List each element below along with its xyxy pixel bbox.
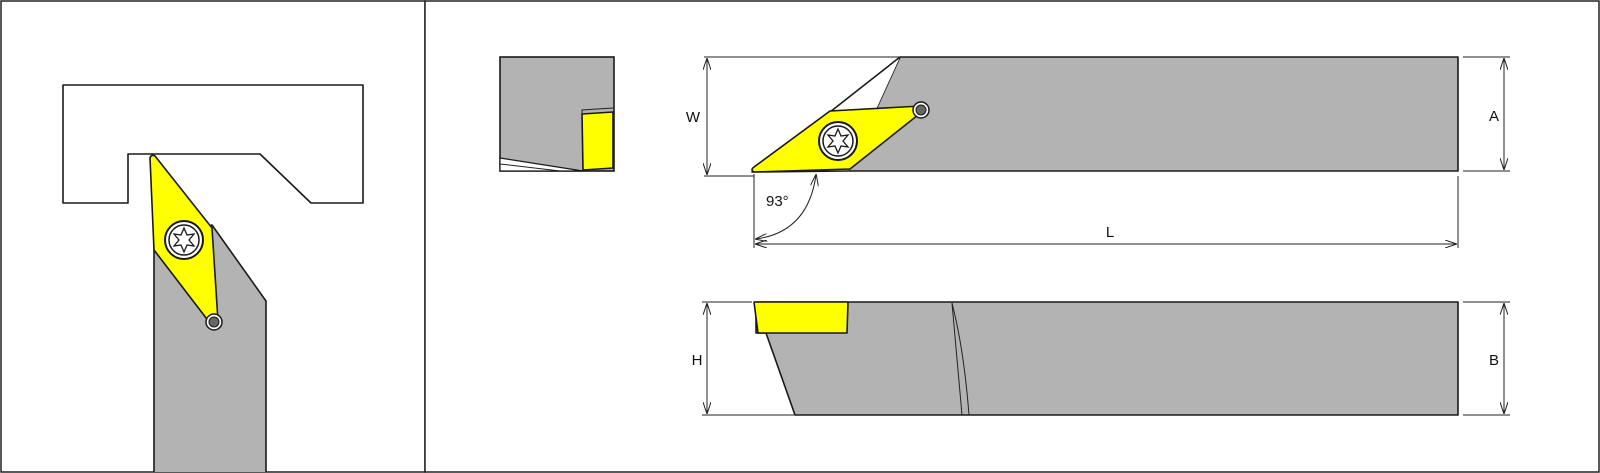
label-a: A bbox=[1489, 108, 1499, 125]
dimension-b: B bbox=[1463, 301, 1510, 416]
dimension-l: L bbox=[756, 176, 1459, 248]
dimension-h: H bbox=[692, 301, 795, 416]
torx-screw-icon bbox=[164, 220, 204, 260]
workpiece-profile bbox=[62, 84, 364, 204]
end-view bbox=[499, 56, 615, 172]
clamp-pin-icon bbox=[205, 313, 223, 331]
side-view-holder bbox=[755, 301, 1459, 416]
label-h: H bbox=[692, 352, 703, 369]
side-view-insert bbox=[753, 301, 849, 334]
clamp-pin-icon bbox=[912, 101, 930, 119]
label-angle: 93° bbox=[766, 193, 789, 210]
torx-screw-icon bbox=[818, 121, 858, 161]
label-w: W bbox=[686, 109, 701, 126]
dimension-a: A bbox=[1463, 56, 1510, 172]
dimension-angle: 93° bbox=[753, 174, 816, 248]
label-b: B bbox=[1489, 352, 1499, 369]
end-view-insert bbox=[581, 111, 614, 171]
label-l: L bbox=[1106, 224, 1114, 241]
top-view-holder bbox=[847, 56, 1459, 172]
dimension-w: W bbox=[686, 56, 754, 177]
